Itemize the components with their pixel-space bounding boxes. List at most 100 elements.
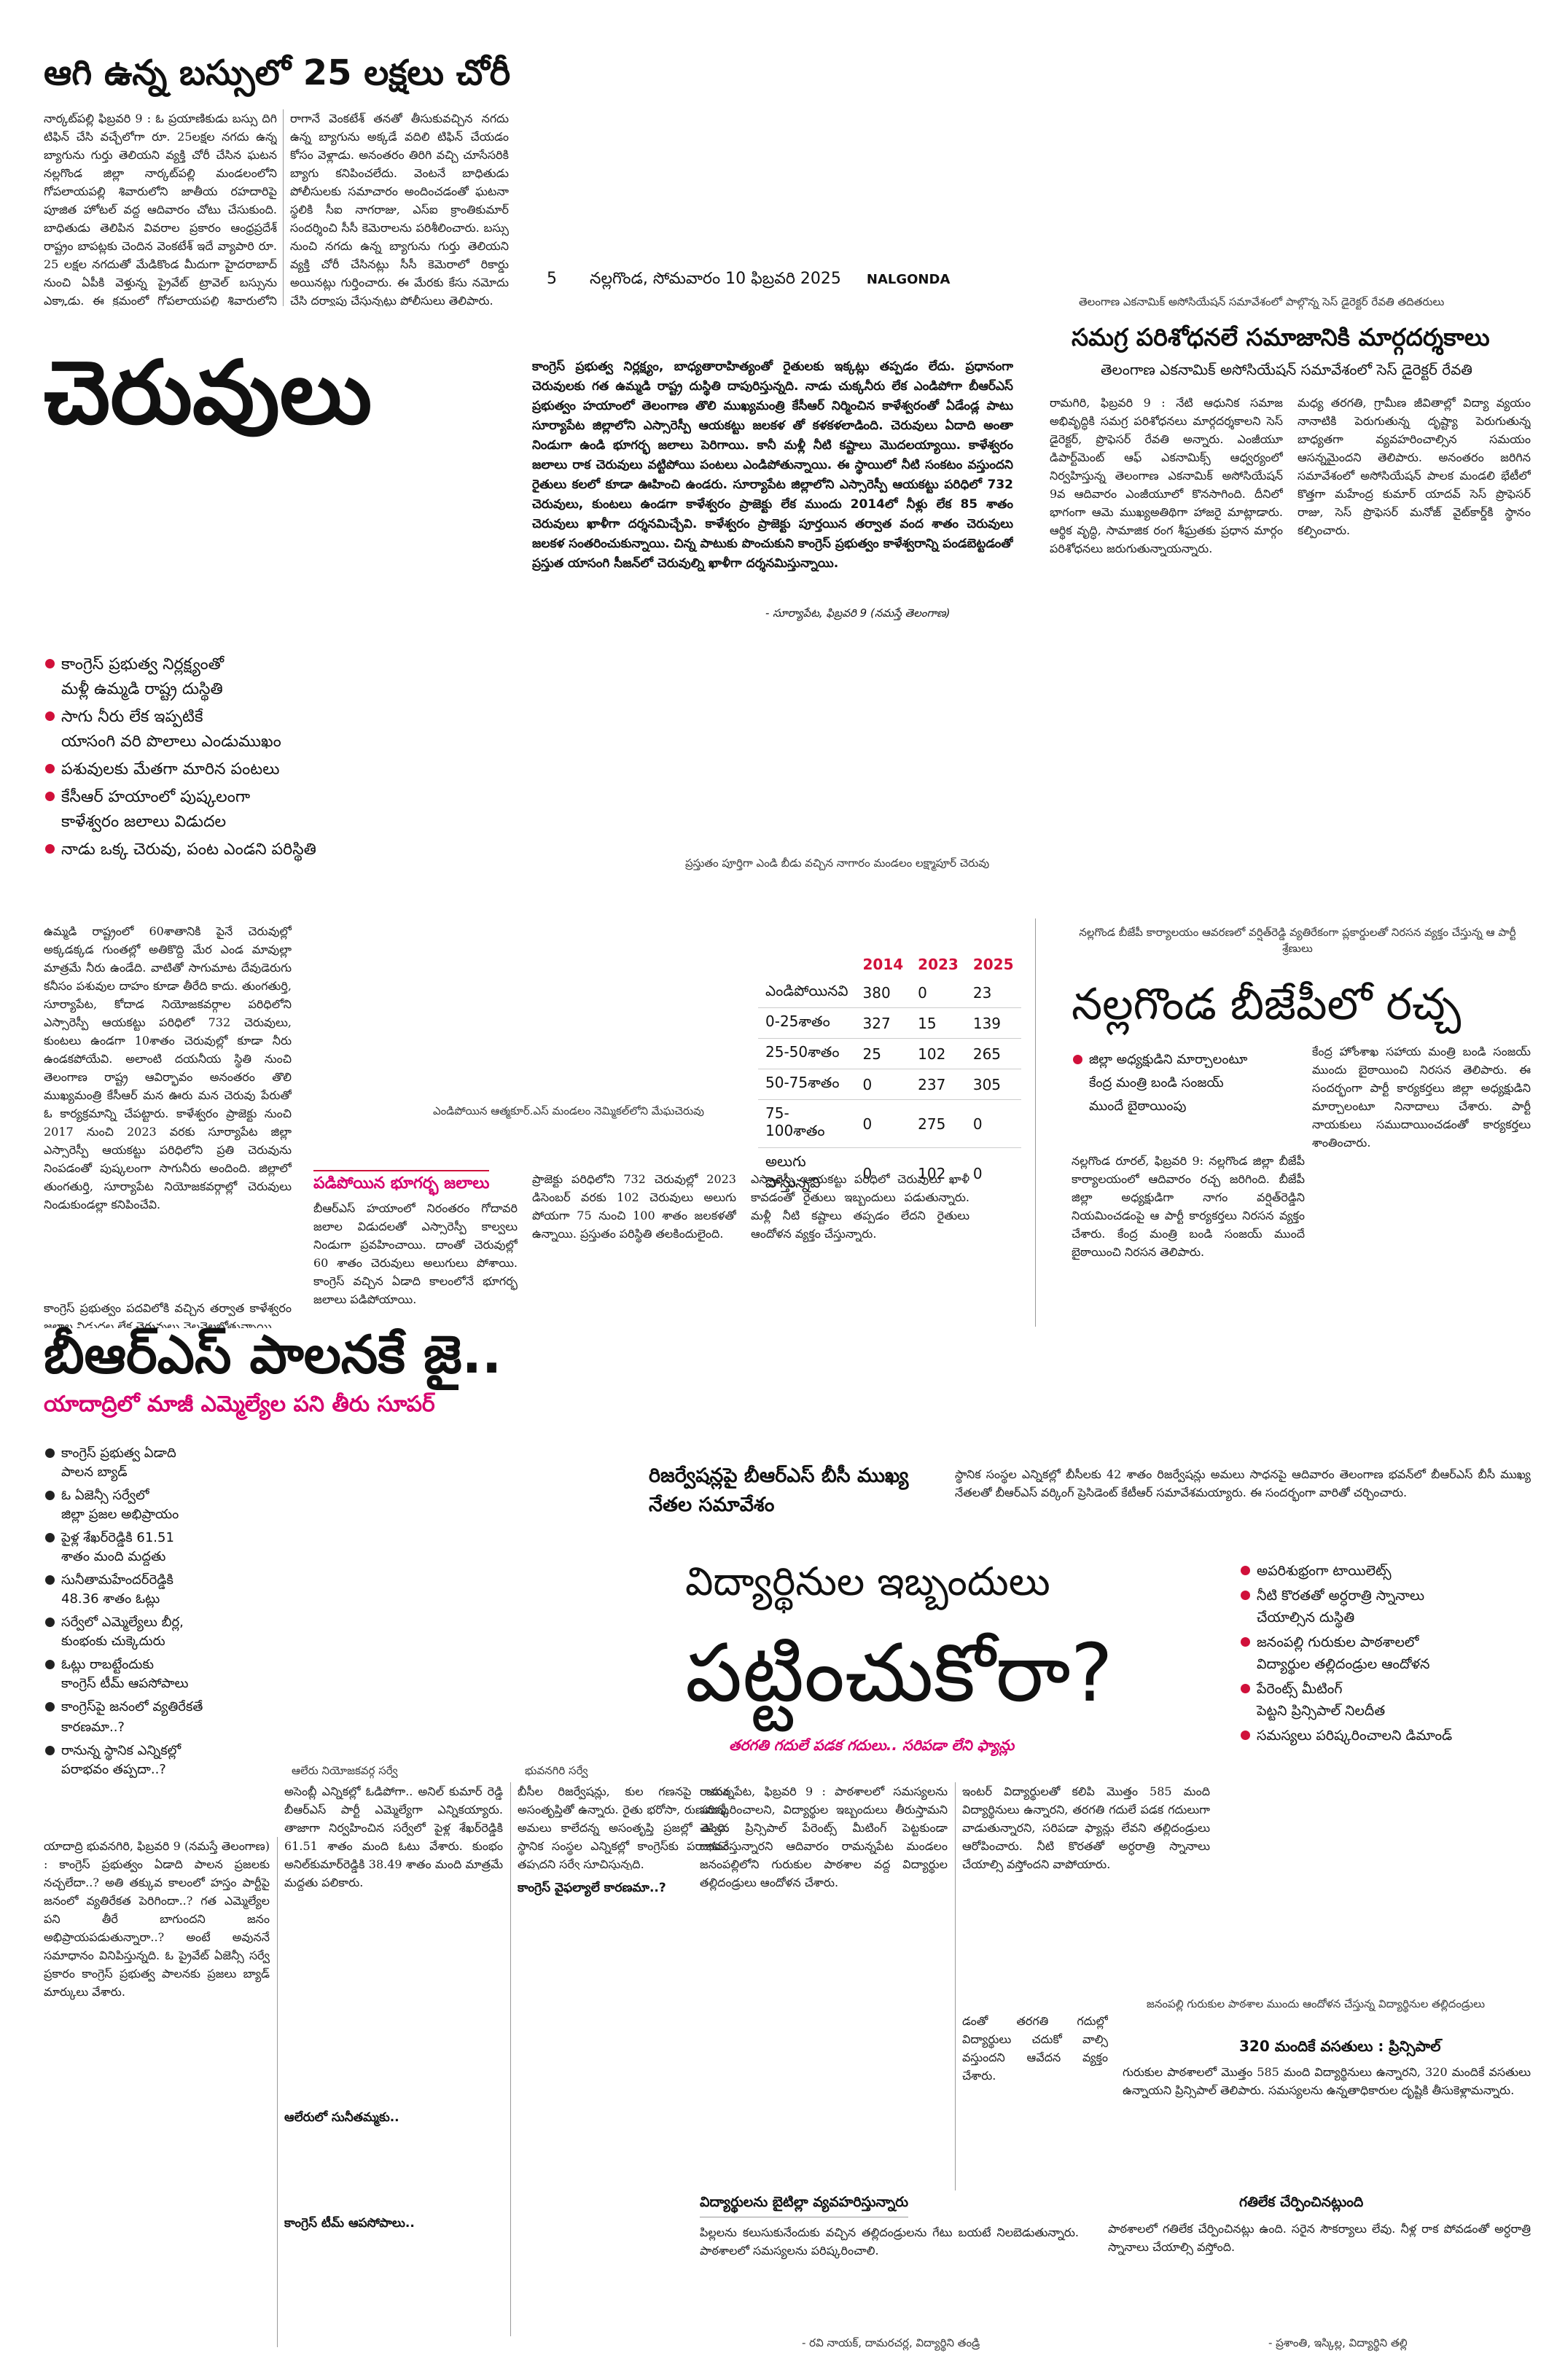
brs-bullet: కాంగ్రెస్ ప్రభుత్వ ఏడాది <box>44 1443 262 1464</box>
ponds-bullet: నాడు ఒక్క చెరువు, పంట ఎండని పరిస్థితి <box>44 838 408 862</box>
table-cell: 139 <box>965 1007 1021 1039</box>
table-row: ఎండిపోయినవి 380 0 23 <box>758 978 1021 1008</box>
brs-bullet: సర్వేలో ఎమ్మెల్యేలు బీర్ల, <box>44 1612 262 1633</box>
table-cell: 327 <box>855 1007 911 1039</box>
brs-bullet: పైళ్ల శేఖర్‌రెడ్డికి 61.51 <box>44 1528 262 1548</box>
bullet-dot-icon <box>1073 1055 1082 1064</box>
table-cell: అలుగు పోస్తున్నవి <box>765 1152 821 1191</box>
masthead: 5 నల్లగొండ, సోమవారం 10 ఫిబ్రవరి 2025 NAL… <box>547 270 999 292</box>
table-cell: 50-75శాతం <box>758 1069 856 1100</box>
table-cell: 0 <box>972 1165 983 1182</box>
brs-bullet: సునీతామహేందర్‌రెడ్డికి <box>44 1570 262 1591</box>
brs-bullet: పరాభవం తప్పదా..? <box>61 1762 166 1777</box>
table-cell: 25 <box>855 1038 911 1069</box>
bullet-dot-icon <box>45 1491 55 1500</box>
brs-label-aleru: ఆలేరు నియోజకవర్గ సర్వే <box>292 1764 398 1777</box>
bjp-headline: నల్లగొండ బీజేపీలో రచ్చ <box>1072 979 1462 1030</box>
bus-col-divider <box>283 109 284 306</box>
economic-col-2: మధ్య తరగతి, గ్రామీణ జీవితాల్లో విద్యా వ్… <box>1298 396 1531 537</box>
bjp-bullet: కేంద్ర మంత్రి బండి సంజయ్ <box>1089 1075 1224 1090</box>
students-tagline: తరగతి గదులే పడక గదులు.. సరిపడా లేని ఫ్యా… <box>729 1736 1015 1754</box>
students-bullet: చేయాల్సిన దుస్థితి <box>1257 1610 1355 1626</box>
brs-bullet: జిల్లా ప్రజల అభిప్రాయం <box>61 1507 179 1522</box>
bc-text: స్థానిక సంస్థల ఎన్నికల్లో బీసీలకు 42 శాత… <box>955 1467 1531 1499</box>
table-cell: 0 <box>855 1069 911 1100</box>
table-cell: 305 <box>965 1069 1021 1100</box>
brs-col-3: బీసీల రిజర్వేషన్లు, కుల గణనపై జనం అసంతృప… <box>518 1784 729 1870</box>
table-cell: 23 <box>965 978 1021 1008</box>
students-bullet: అపరిశుభ్రంగా టాయిలెట్స్ <box>1239 1560 1545 1582</box>
table-row: అలుగు పోస్తున్నవి 0 102 0 <box>758 1148 1021 1200</box>
column-rule <box>955 1782 956 2190</box>
students-bullet: జనంపల్లి గురుకుల పాఠశాలలో <box>1239 1631 1545 1653</box>
column-rule <box>510 1782 511 2336</box>
table-row: 0-25శాతం 327 15 139 <box>758 1007 1021 1039</box>
bjp-kicker: నల్లగొండ బీజేపీ కార్యాలయం ఆవరణలో వర్షిత్… <box>1079 926 1516 955</box>
ponds-lead: కాంగ్రెస్ ప్రభుత్వ నిర్లక్ష్యం, బాధ్యతార… <box>532 359 1013 571</box>
table-cell: 380 <box>855 978 911 1008</box>
page-number: 5 <box>547 270 557 288</box>
brs-bullet: రానున్న స్థానిక ఎన్నికల్లో <box>44 1741 262 1761</box>
table-header: 2023 <box>918 956 959 973</box>
dateline: నల్లగొండ, సోమవారం 10 ఫిబ్రవరి 2025 <box>590 270 841 288</box>
table-header <box>758 951 856 978</box>
bullet-dot-icon <box>1241 1637 1250 1647</box>
bjp-bullet: జిల్లా అధ్యక్షుడిని మార్చాలంటూ <box>1072 1050 1276 1070</box>
bjp-col-2: కేంద్ర హోంశాఖ సహాయ మంత్రి బండి సంజయ్ ముం… <box>1312 1045 1531 1150</box>
column-rule <box>277 1837 278 2347</box>
brs-col-1: యాదాద్రి భువనగిరి, ఫిబ్రవరి 9 (నమస్తే తె… <box>44 1839 270 1999</box>
table-cell: 265 <box>965 1038 1021 1069</box>
bullet-dot-icon <box>45 844 55 854</box>
brs-bullet: కాంగ్రెస్ టీమ్ ఆపసోపాలు <box>61 1676 189 1691</box>
students-col-2: ఇంటర్ విద్యార్థులతో కలిపి మొత్తం 585 మంద… <box>962 1784 1210 1871</box>
section-rule <box>1035 918 1036 1327</box>
students-subhead-left: విద్యార్థులను బైటిల్లా వ్యవహరిస్తున్నారు <box>700 2194 909 2217</box>
brs-bullet: కాంగ్రెస్‌పై జనంలో వ్యతిరేకతే కారణమా..? <box>44 1697 262 1738</box>
table-row: 25-50శాతం 25 102 265 <box>758 1038 1021 1069</box>
brs-bullet-list: కాంగ్రెస్ ప్రభుత్వ ఏడాది పాలన బ్యాడ్ ఓ ఏ… <box>44 1443 262 1783</box>
table-header: 2014 <box>862 956 904 973</box>
brs-bullet: పాలన బ్యాడ్ <box>61 1464 128 1480</box>
table-cell: 0 <box>855 1099 911 1148</box>
ponds-bullet: యాసంగి వరి పొలాలు ఎండుముఖం <box>61 733 281 751</box>
students-bullet: పెట్టని ప్రిన్సిపాల్ నిలదీత <box>1257 1703 1386 1719</box>
bullet-dot-icon <box>45 1448 55 1458</box>
students-bullet: విద్యార్థుల తల్లిదండ్రుల ఆందోళన <box>1257 1656 1430 1672</box>
bullet-dot-icon <box>45 1533 55 1542</box>
students-photo-note: డంతో తరగతి గదుల్లో విద్యార్థులు చదుకో వా… <box>962 2014 1108 2083</box>
brs-bullet: ఓట్లు రాబట్టేందుకు <box>44 1655 262 1675</box>
brs-subhead-aleru: ఆలేరులో సునీతమ్మకు.. <box>284 2110 399 2125</box>
edition-name: NALGONDA <box>866 272 951 287</box>
bjp-bullet-list: జిల్లా అధ్యక్షుడిని మార్చాలంటూ కేంద్ర మం… <box>1072 1050 1276 1120</box>
ponds-byline: - సూర్యాపేట, ఫిబ్రవరి 9 (నమస్తే తెలంగాణ) <box>765 606 951 620</box>
bullet-dot-icon <box>45 659 55 668</box>
ponds-big-headline: చెరువులు <box>44 343 372 444</box>
brs-bullet: ఓ ఏజెన్సీ సర్వేలో <box>44 1486 262 1506</box>
bullet-dot-icon <box>1241 1731 1250 1740</box>
bus-col-1: నార్కట్‌పల్లి ఫిబ్రవరి 9 : ఓ ప్రయాణికుడు… <box>44 112 277 306</box>
bullet-dot-icon <box>45 1575 55 1585</box>
students-bullet: పేరెంట్స్ మీటింగ్ <box>1239 1678 1545 1700</box>
ponds-photo-credit: ఎండిపోయిన ఆత్మకూర్.ఎస్ మండలం నెమ్మికల్‌ల… <box>432 1104 704 1117</box>
table-cell: 237 <box>910 1069 966 1100</box>
brs-headline: బీఆర్ఎస్ పాలనకే జై.. <box>44 1324 502 1385</box>
bullet-dot-icon <box>45 792 55 801</box>
bullet-dot-icon <box>45 764 55 773</box>
brs-label-bhuvanagiri: భువనగిరి సర్వే <box>525 1764 588 1777</box>
bullet-dot-icon <box>45 711 55 721</box>
bjp-bullet: ముందే బైఠాయింపు <box>1089 1099 1187 1114</box>
students-byline-left: - రవి నాయక్, దామరచర్ల, విద్యార్థిని తండ్… <box>802 2336 980 2349</box>
ponds-body-col-4: ప్రాజెక్టు పరిధిలోని 732 చెరువుల్లో 2023… <box>532 1172 736 1241</box>
students-bullet-list: అపరిశుభ్రంగా టాయిలెట్స్ నీటి కొరతతో అర్ధ… <box>1239 1560 1545 1749</box>
ponds-bullet-list: కాంగ్రెస్ ప్రభుత్వ నిర్లక్ష్యంతో మళ్లీ ఉ… <box>44 652 408 865</box>
ponds-body-col-1: ఉమ్మడి రాష్ట్రంలో 60శాతానికి పైనే చెరువు… <box>44 924 292 1212</box>
ponds-bullet: కాంగ్రెస్ ప్రభుత్వ నిర్లక్ష్యంతో <box>44 652 408 677</box>
bullet-dot-icon <box>45 1746 55 1755</box>
brs-bullet: శాతం మంది మద్దతు <box>61 1549 166 1564</box>
bus-col-2: రాగానే వెంకటేశ్ తనతో తీసుకువచ్చిన నగదు ఉ… <box>290 112 509 306</box>
students-headline-top: విద్యార్థినుల ఇబ్బందులు <box>685 1558 1050 1604</box>
students-photo-caption: జనంపల్లి గురుకుల పాఠశాల ముందు ఆందోళన చేస… <box>1146 1997 1486 2010</box>
students-headline-big: పట్టించుకోరా? <box>685 1626 1113 1720</box>
students-byline-right: - ప్రశాంతి, ఇస్కిల్ల, విద్యార్థిని తల్లి <box>1268 2336 1408 2349</box>
table-cell: 0-25శాతం <box>758 1007 856 1039</box>
